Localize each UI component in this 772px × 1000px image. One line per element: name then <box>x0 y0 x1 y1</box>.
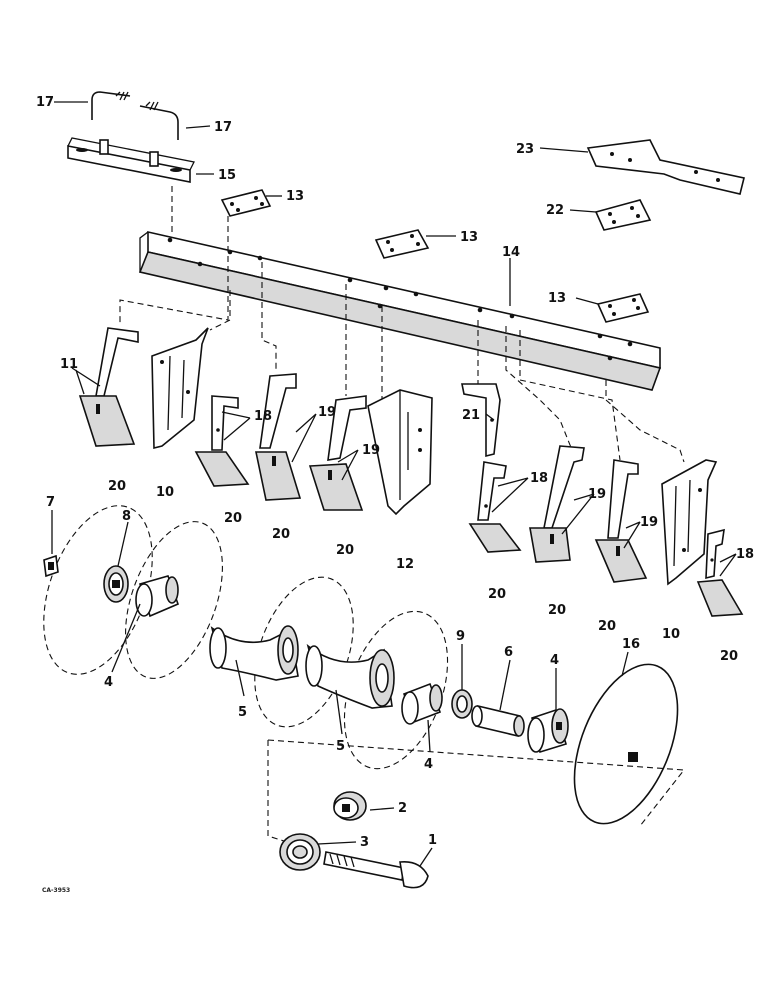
leader-lines <box>51 101 737 867</box>
spacer-part-6 <box>471 705 525 737</box>
callout-13-left: 13 <box>286 189 304 204</box>
callout-5-right: 5 <box>336 739 345 754</box>
callout-2: 2 <box>398 801 407 816</box>
strap-part-23 <box>586 139 745 195</box>
bolt-part-1 <box>323 851 429 889</box>
shank-part-18-middle <box>468 461 522 553</box>
main-bar-holes <box>167 237 633 361</box>
callout-20-c: 20 <box>272 527 290 542</box>
callout-20-h: 20 <box>720 649 738 664</box>
callout-19-b: 19 <box>362 443 380 458</box>
callout-18-middle: 18 <box>530 471 548 486</box>
callout-4-middle: 4 <box>424 757 433 772</box>
callout-18-right: 18 <box>736 547 754 562</box>
disc-blades-dashed <box>43 505 449 770</box>
shank-part-11 <box>78 327 139 447</box>
spool-part-4-middle <box>401 682 443 725</box>
plate-part-13-middle <box>374 229 430 259</box>
clamp-plate-part-15 <box>67 137 195 183</box>
spool-part-5-left <box>209 625 299 681</box>
washer-part-7 <box>43 554 59 578</box>
callout-20-g: 20 <box>598 619 616 634</box>
callout-20-b: 20 <box>224 511 242 526</box>
bearing-part-9 <box>451 689 473 719</box>
callout-12: 12 <box>396 557 414 572</box>
figure-code: CA-3953 <box>42 887 70 894</box>
callout-13-middle: 13 <box>460 230 478 245</box>
spool-part-4-right <box>527 708 569 754</box>
shank-part-18-right <box>696 528 744 617</box>
callout-20-a: 20 <box>108 479 126 494</box>
bracket-part-10-right <box>661 459 718 586</box>
plate-part-13-left <box>220 189 272 217</box>
plate-part-22 <box>594 199 652 231</box>
callout-9: 9 <box>456 629 465 644</box>
bearing-part-8 <box>103 565 129 603</box>
callout-8: 8 <box>122 509 131 524</box>
callout-labels: 17 17 15 13 13 13 14 23 22 11 18 19 19 2… <box>36 95 754 894</box>
assembly-guide-lines <box>119 186 685 463</box>
callout-19-c: 19 <box>588 487 606 502</box>
nut-part-3 <box>279 833 321 871</box>
callout-20-e: 20 <box>488 587 506 602</box>
main-bar-part-14 <box>138 230 662 391</box>
spool-part-4-left <box>135 575 180 618</box>
callout-20-d: 20 <box>336 543 354 558</box>
shank-part-19-c <box>529 445 585 563</box>
callout-19-d: 19 <box>640 515 658 530</box>
spool-part-5-right <box>305 643 395 709</box>
callout-17-left: 17 <box>36 95 54 110</box>
plate-part-13-right <box>596 293 650 323</box>
hardware-bracket-lines <box>267 739 686 847</box>
shank-part-19-b <box>308 395 367 511</box>
callout-13-right: 13 <box>548 291 566 306</box>
callout-16: 16 <box>622 637 640 652</box>
callout-4-left: 4 <box>104 675 113 690</box>
callout-3: 3 <box>360 835 369 850</box>
callout-11: 11 <box>60 357 78 372</box>
u-bolt-part-17 <box>91 91 179 140</box>
callout-19-a: 19 <box>318 405 336 420</box>
callout-1: 1 <box>428 833 437 848</box>
callout-7: 7 <box>46 495 55 510</box>
callout-14: 14 <box>502 245 520 260</box>
callout-17-right: 17 <box>214 120 232 135</box>
callout-22: 22 <box>546 203 564 218</box>
callout-23: 23 <box>516 142 534 157</box>
callout-10-left: 10 <box>156 485 174 500</box>
shank-part-19-d <box>594 459 648 583</box>
nut-part-2 <box>333 791 367 821</box>
shank-part-19-a <box>255 373 302 501</box>
bracket-part-12 <box>367 389 433 516</box>
callout-5-left: 5 <box>238 705 247 720</box>
disc-blade-part-16 <box>573 663 679 825</box>
bracket-part-10-left <box>151 327 209 450</box>
callout-4-right: 4 <box>550 653 559 668</box>
callout-15: 15 <box>218 168 236 183</box>
callout-18-left: 18 <box>254 409 272 424</box>
callout-10-right: 10 <box>662 627 680 642</box>
callout-21: 21 <box>462 408 480 423</box>
callout-6: 6 <box>504 645 513 660</box>
shank-part-18-left <box>194 395 250 487</box>
callout-20-f: 20 <box>548 603 566 618</box>
